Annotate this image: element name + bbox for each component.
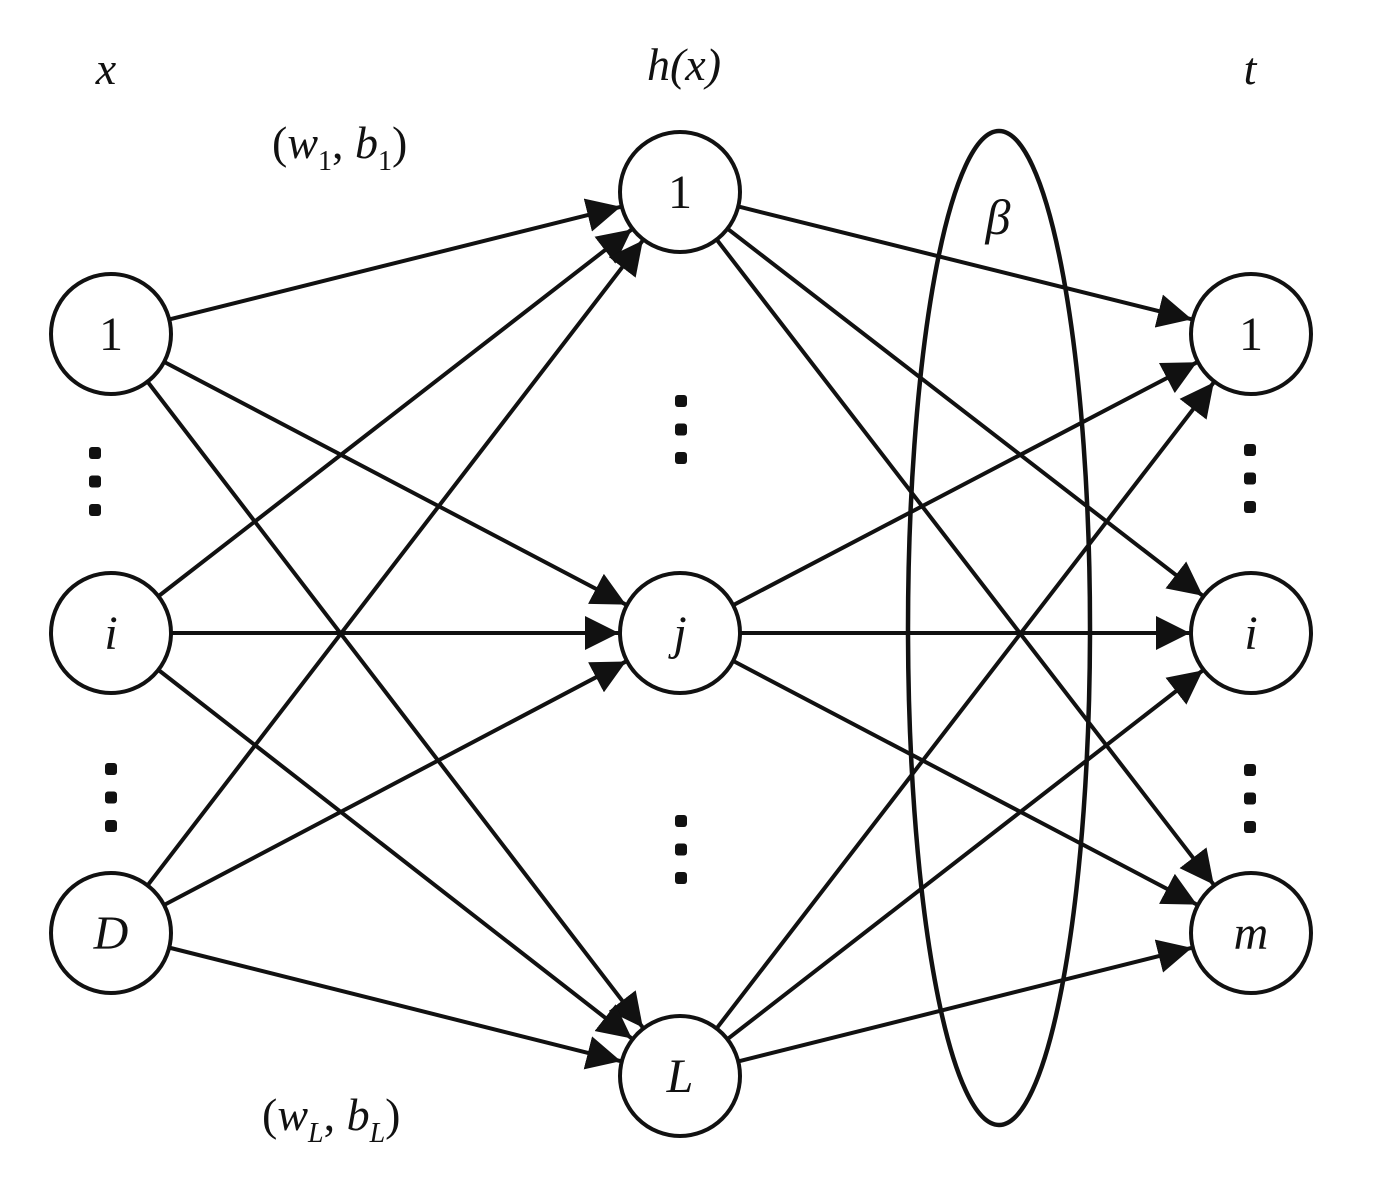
last-weight-b: b [347, 1089, 370, 1140]
output-weights-label: β [985, 189, 1011, 245]
node-in-D: D [49, 871, 173, 995]
input-ellipsis-upper [89, 447, 101, 516]
output-ellipsis-lower [1244, 764, 1256, 833]
ellipsis-dot [675, 815, 687, 827]
node-label: L [666, 1050, 694, 1103]
ellipsis-dot [89, 504, 101, 516]
node-h-j: j [618, 571, 742, 695]
node-circle [49, 571, 173, 695]
first-weight-b: b [355, 117, 378, 168]
edge-h-j-to-out-1 [732, 360, 1198, 607]
ellipsis-dot [1244, 444, 1256, 456]
edge-h-L-to-out-1 [715, 381, 1216, 1030]
edges-group [145, 198, 1216, 1070]
ellipsis-dot [675, 423, 687, 436]
ellipsis-dot [105, 791, 117, 804]
edge-h-L-to-out-m [737, 939, 1193, 1064]
last-weight-close: ) [385, 1089, 400, 1140]
ellipsis-group [89, 395, 1256, 884]
last-weight-sep: , [324, 1089, 347, 1140]
edge-h-1-to-out-1 [737, 204, 1193, 328]
first-weight-w-sub: 1 [318, 146, 332, 177]
ellipsis-dot [1244, 501, 1256, 513]
ellipsis-dot [675, 843, 687, 856]
ellipsis-dot [1244, 792, 1256, 805]
last-weight-w-sub: L [307, 1118, 324, 1149]
node-circle [1189, 871, 1313, 995]
ellipsis-dot [89, 475, 101, 488]
first-weight-w: w [287, 117, 318, 168]
node-label: i [1244, 607, 1257, 660]
node-circle [49, 871, 173, 995]
node-out-1: 1 [1189, 272, 1313, 396]
last-weight-label: (wL, bL) [262, 1089, 401, 1149]
node-label: 1 [99, 308, 123, 361]
first-weight-sep: , [332, 117, 355, 168]
node-circle [618, 1014, 742, 1138]
hidden-ellipsis-upper [675, 395, 687, 464]
node-out-i: i [1189, 571, 1313, 695]
edge-h-L-to-out-i [726, 668, 1205, 1041]
ellipsis-dot [675, 452, 687, 464]
ellipsis-dot [675, 872, 687, 884]
node-circle [1189, 571, 1313, 695]
ellipsis-dot [89, 447, 101, 459]
ellipsis-dot [1244, 821, 1256, 833]
output-ellipsis-upper [1244, 444, 1256, 513]
edge-in-D-to-h-j [163, 659, 627, 907]
edge-in-i-to-h-1 [157, 227, 634, 598]
hidden-layer-label: h(x) [647, 39, 721, 90]
node-circle [618, 571, 742, 695]
hidden-layer-label-text: h(x) [647, 39, 721, 90]
ellipsis-dot [1244, 472, 1256, 485]
input-layer-label: x [95, 43, 117, 94]
first-weight-label: (w1, b1) [272, 117, 407, 177]
node-in-i: i [49, 571, 173, 695]
node-label: 1 [1239, 308, 1263, 361]
hidden-ellipsis-lower [675, 815, 687, 884]
last-weight-b-sub: L [369, 1118, 386, 1149]
node-label: D [93, 907, 129, 960]
output-layer-label: t [1244, 43, 1258, 94]
node-h-1: 1 [618, 130, 742, 254]
node-label: i [104, 607, 117, 660]
node-h-L: L [618, 1014, 742, 1138]
node-circle [1189, 272, 1313, 396]
nodes-group: 1 iD 1 jL 1 i m [49, 130, 1313, 1138]
last-weight-open: ( [262, 1089, 277, 1140]
node-out-m: m [1189, 871, 1313, 995]
edge-in-1-to-h-j [163, 360, 627, 607]
node-circle [49, 272, 173, 396]
edge-h-1-to-out-i [726, 227, 1204, 598]
edge-in-i-to-h-L [157, 668, 634, 1041]
node-circle [618, 130, 742, 254]
output-weights-ellipse [905, 128, 1093, 1128]
edge-in-D-to-h-1 [145, 239, 645, 887]
first-weight-close: ) [392, 117, 407, 168]
edge-in-1-to-h-L [145, 380, 645, 1029]
ellipsis-dot [1244, 764, 1256, 776]
edge-h-j-to-out-m [732, 659, 1198, 907]
ellipsis-dot [105, 763, 117, 775]
edge-in-1-to-h-1 [168, 198, 622, 322]
edge-h-1-to-out-m [715, 238, 1216, 886]
input-ellipsis-lower [105, 763, 117, 832]
first-weight-b-sub: 1 [378, 146, 392, 177]
edge-in-D-to-h-L [168, 945, 622, 1070]
node-label: 1 [668, 166, 692, 219]
node-in-1: 1 [49, 272, 173, 396]
ellipsis-dot [105, 820, 117, 832]
node-label: m [1234, 907, 1269, 960]
ellipsis-dot [675, 395, 687, 407]
last-weight-w: w [277, 1089, 308, 1140]
first-weight-open: ( [272, 117, 287, 168]
